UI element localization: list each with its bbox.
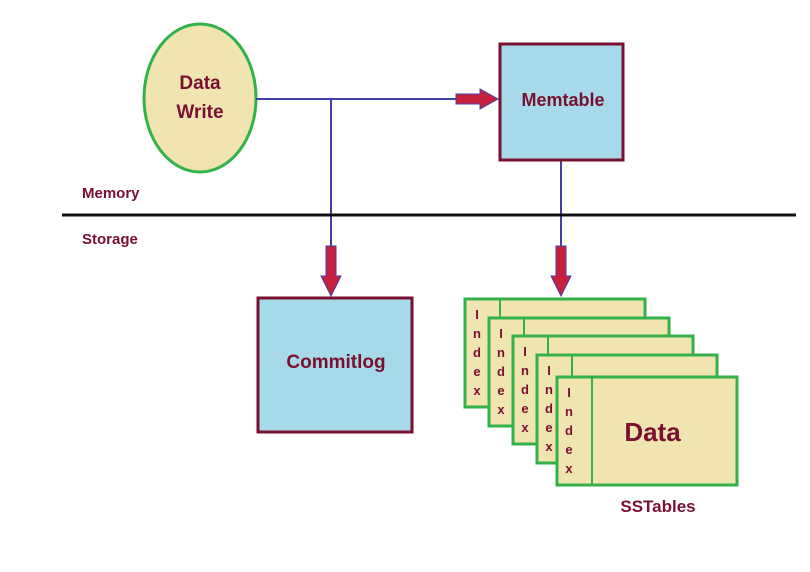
sstable-index-letter: n xyxy=(545,382,553,397)
sstable-index-letter: n xyxy=(473,326,481,341)
sstable-index-letter: I xyxy=(547,363,551,378)
storage-label: Storage xyxy=(82,231,138,248)
memory-label: Memory xyxy=(82,185,140,202)
arrow-to-commitlog xyxy=(320,245,342,298)
sstable-index-letter: x xyxy=(521,420,529,435)
arrow-down-icon xyxy=(320,245,342,298)
sstable-index-letter: x xyxy=(545,439,553,454)
sstable-index-letter: I xyxy=(499,326,503,341)
sstable-index-letter: e xyxy=(473,364,480,379)
commitlog-label: Commitlog xyxy=(286,352,385,373)
sstable-index-letter: e xyxy=(565,442,572,457)
sstable-index-letter: d xyxy=(473,345,481,360)
sstable-index-letter: d xyxy=(565,423,573,438)
data-write-ellipse xyxy=(142,22,258,174)
commitlog-box xyxy=(256,296,414,434)
memtable-node: Memtable xyxy=(498,42,625,162)
commitlog-node: Commitlog xyxy=(256,296,414,434)
sstable-card-box xyxy=(555,375,739,487)
sstable-index-letter: x xyxy=(565,461,573,476)
sstable-index-letter: d xyxy=(497,364,505,379)
sstable-index-letter: I xyxy=(523,344,527,359)
data-write-node: Data Write xyxy=(142,22,258,174)
memtable-label: Memtable xyxy=(521,90,604,110)
memtable-box xyxy=(498,42,625,162)
sstable-index-letter: I xyxy=(567,385,571,400)
sstable-index-letter: e xyxy=(545,420,552,435)
connectors xyxy=(256,98,562,248)
arrow-down-icon xyxy=(550,245,572,298)
arrow-to-sstables xyxy=(550,245,572,298)
arrow-right-icon xyxy=(455,88,500,110)
data-write-label-line1: Data xyxy=(179,73,221,94)
arrow-to-memtable xyxy=(455,88,500,110)
sstables-label: SSTables xyxy=(620,497,695,516)
sstable-index-letter: n xyxy=(497,345,505,360)
sstable-index-letter: d xyxy=(521,382,529,397)
sstable-data-label: Data xyxy=(624,417,681,447)
sstable-index-letter: e xyxy=(497,383,504,398)
sstable-index-letter: e xyxy=(521,401,528,416)
sstable-index-letter: d xyxy=(545,401,553,416)
sstable-index-letter: n xyxy=(521,363,529,378)
sstable-index-letter: n xyxy=(565,404,573,419)
sstable-index-letter: x xyxy=(497,402,505,417)
sstable-index-letter: x xyxy=(473,383,481,398)
data-write-label-line2: Write xyxy=(176,102,223,123)
sstable-index-letter: I xyxy=(475,307,479,322)
